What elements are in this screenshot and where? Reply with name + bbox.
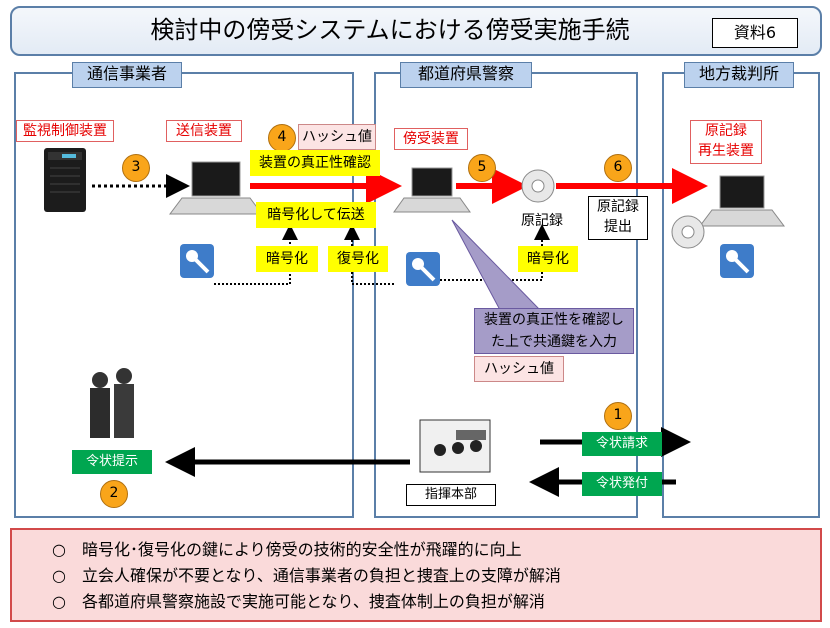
- hash-value-bottom: ハッシュ値: [474, 356, 564, 382]
- laptop-icon: [169, 161, 263, 215]
- summary-line-3: ○ 各都道府県警察施設で実施可能となり、捜査体制上の負担が解消: [52, 592, 545, 611]
- playback-device-label: 原記録 再生装置: [690, 120, 762, 164]
- people-icon: [90, 368, 134, 438]
- encrypt-key-line: [214, 224, 298, 285]
- encrypt-record-box: 暗号化: [518, 246, 578, 272]
- key-icon: [406, 252, 440, 286]
- warrant-issued-box: 令状発付: [582, 472, 662, 496]
- carrier-column-header: 通信事業者: [72, 62, 182, 88]
- summary-line-1: ○ 暗号化･復号化の鍵により傍受の技術的安全性が飛躍的に向上: [52, 540, 522, 559]
- court-column-header: 地方裁判所: [684, 62, 794, 88]
- step-6-marker: 6: [604, 154, 632, 182]
- laptop-icon: [393, 167, 471, 213]
- carrier-column: [14, 72, 354, 518]
- step-3-marker: 3: [122, 154, 150, 182]
- verify-authenticity-box: 装置の真正性確認: [250, 150, 380, 176]
- send-device-label: 送信装置: [166, 120, 242, 142]
- summary-line-2: ○ 立会人確保が不要となり、通信事業者の負担と捜査上の支障が解消: [52, 566, 561, 585]
- monitor-device-label: 監視制御装置: [16, 120, 114, 142]
- title-box: [10, 6, 822, 56]
- encrypt-transmit-box: 暗号化して伝送: [256, 202, 376, 228]
- submit-record-box: 原記録 提出: [588, 196, 648, 240]
- hash-value-top: ハッシュ値: [298, 124, 376, 150]
- server-icon: [44, 148, 86, 212]
- decrypt-box: 復号化: [328, 246, 388, 272]
- warrant-request-box: 令状請求: [582, 432, 662, 456]
- step-5-marker: 5: [468, 154, 496, 182]
- step-2-marker: 2: [100, 480, 128, 508]
- key-icon: [720, 244, 754, 278]
- meeting-icon: [419, 419, 491, 473]
- laptop-icon: [699, 175, 785, 227]
- summary-box: ○ 暗号化･復号化の鍵により傍受の技術的安全性が飛躍的に向上 ○ 立会人確保が不…: [10, 528, 822, 622]
- encrypt-box: 暗号化: [256, 246, 318, 272]
- page-title: 検討中の傍受システムにおける傍受実施手続: [150, 16, 630, 44]
- hq-label: 指揮本部: [406, 484, 496, 506]
- intercept-device-label: 傍受装置: [394, 128, 468, 150]
- key-icon: [180, 244, 214, 278]
- step-4-marker: 4: [268, 124, 296, 152]
- callout-box: 装置の真正性を確認し た上で共通鍵を入力: [474, 308, 634, 354]
- warrant-presented-box: 令状提示: [72, 450, 152, 474]
- document-label: 資料6: [712, 18, 798, 48]
- disc-icon: [671, 215, 705, 249]
- disc-icon: [521, 169, 555, 203]
- original-record-label: 原記録: [521, 213, 563, 229]
- police-column-header: 都道府県警察: [400, 62, 532, 88]
- step-1-marker: 1: [604, 402, 632, 430]
